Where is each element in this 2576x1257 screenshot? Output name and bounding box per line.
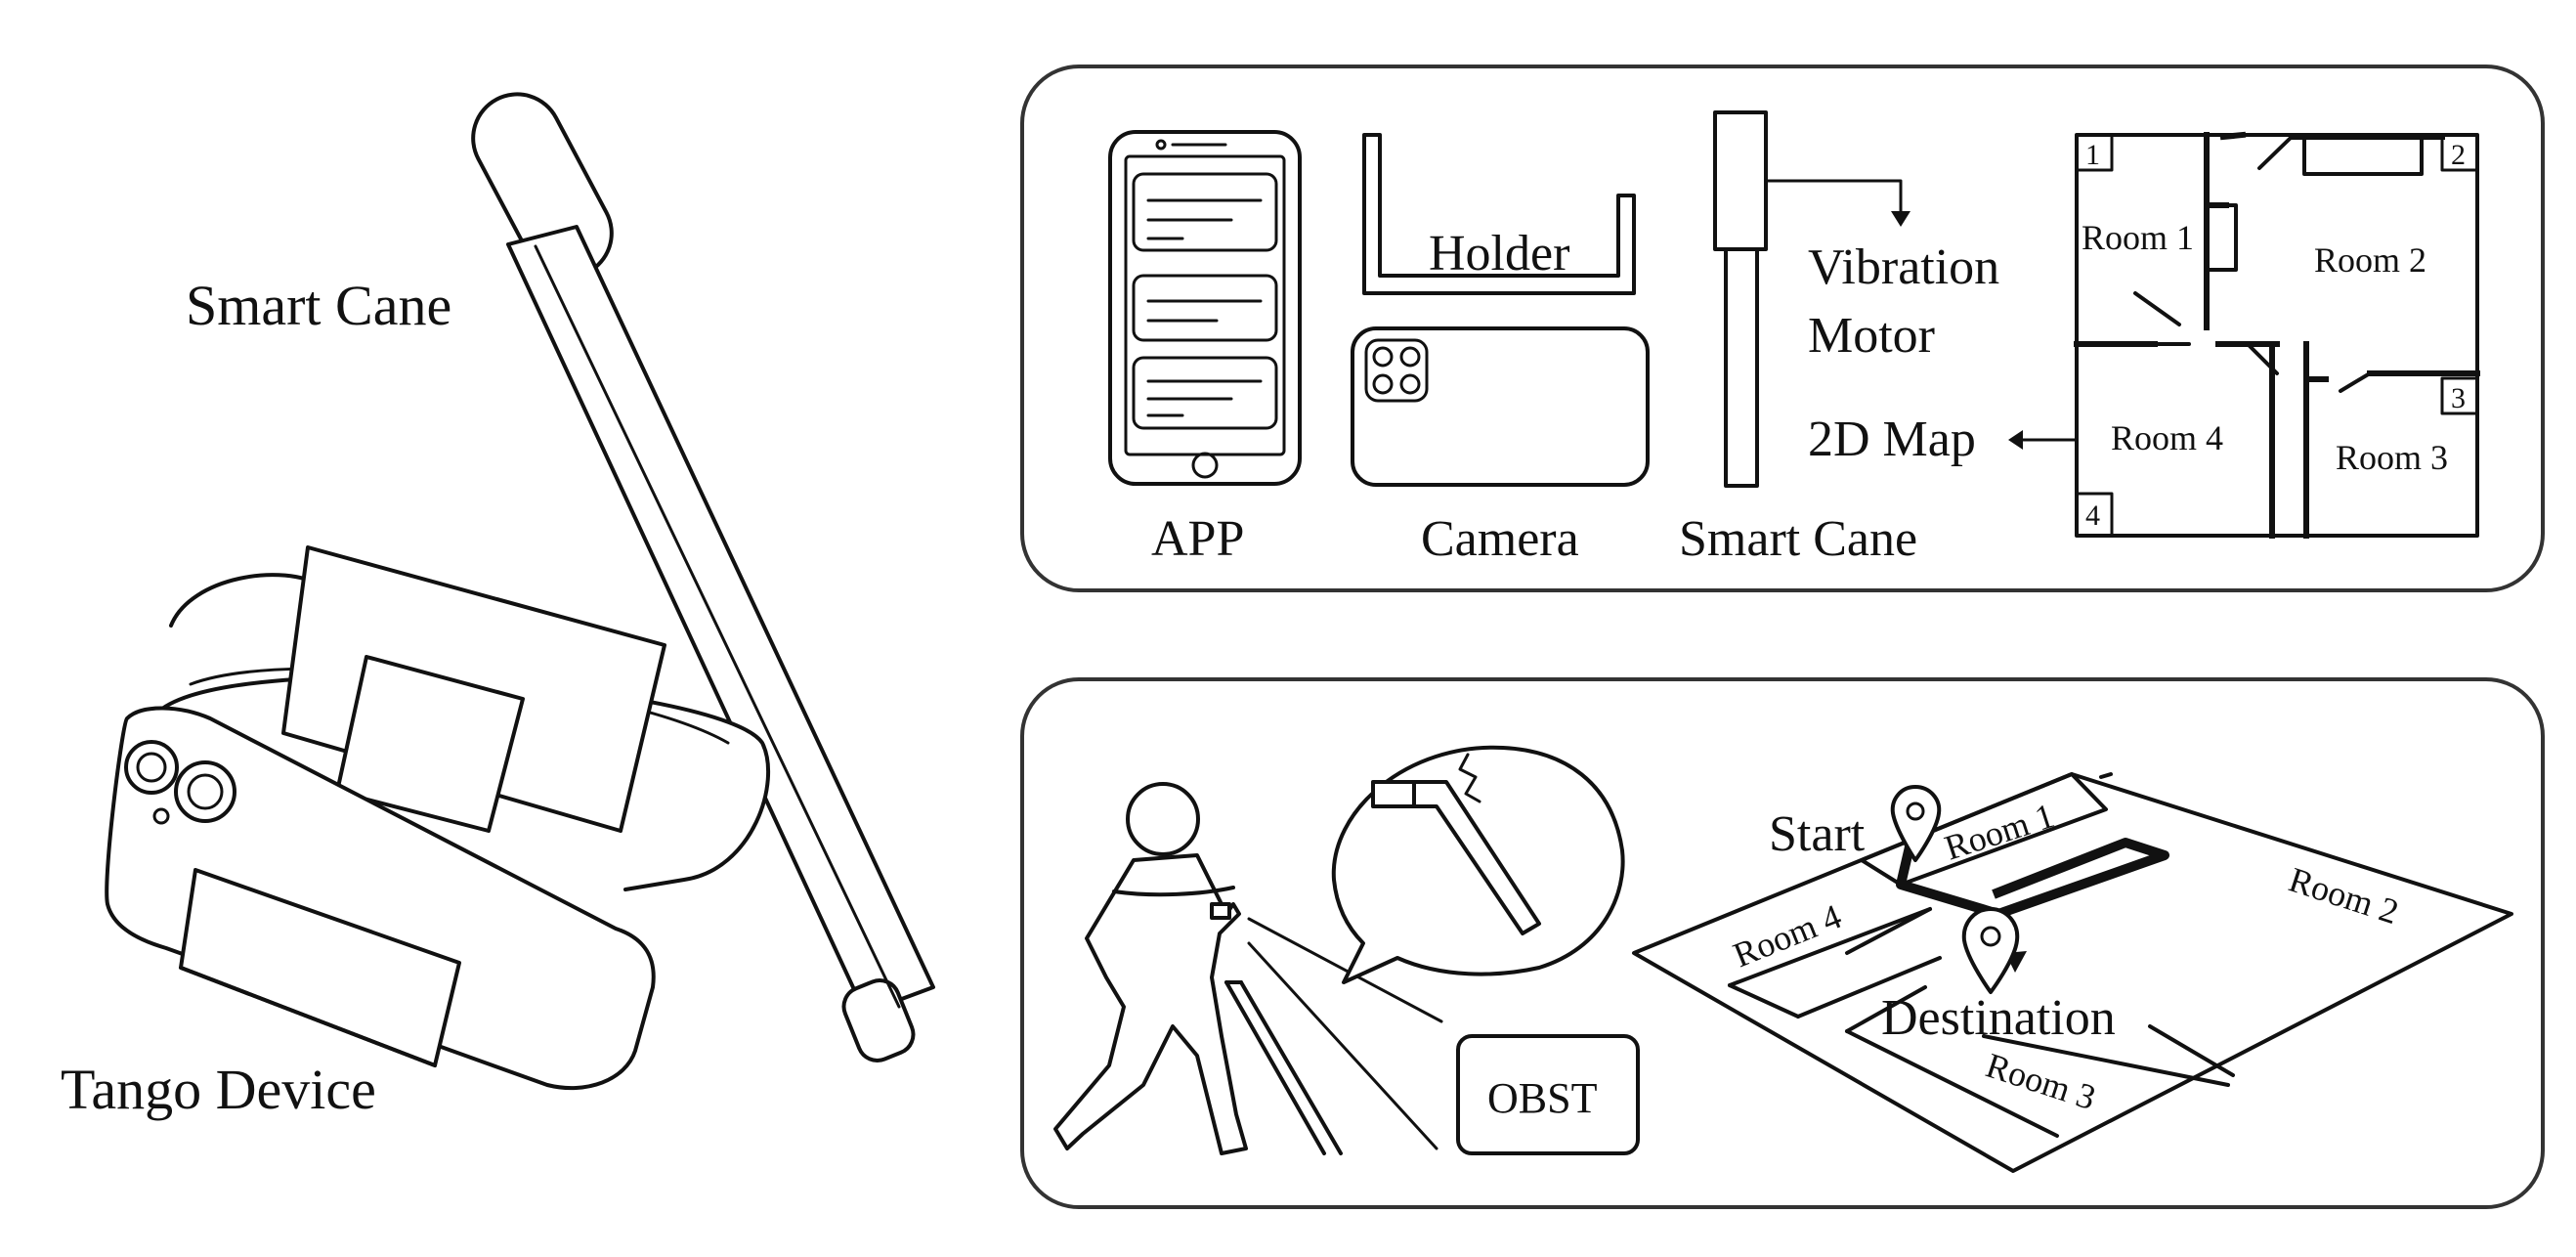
iso-room-1: Room 1 bbox=[1940, 796, 2059, 868]
floorplan-2d-map bbox=[2074, 131, 2480, 539]
floorplan-corner-1: 1 bbox=[2085, 139, 2100, 171]
vibration-motor-label-line2: Motor bbox=[1808, 308, 1935, 364]
app-label: APP bbox=[1151, 511, 1244, 567]
holder-label: Holder bbox=[1429, 226, 1569, 282]
floorplan-room-4: Room 4 bbox=[2111, 418, 2223, 457]
isometric-floor-plan bbox=[1632, 772, 2513, 1173]
start-label: Start bbox=[1769, 806, 1866, 862]
vibration-speech-bubble bbox=[1331, 745, 1625, 984]
floorplan-corner-4: 4 bbox=[2085, 499, 2100, 532]
hardware-panel: APP Holder Camera Smart Cane Vibration M… bbox=[1020, 65, 2545, 592]
floorplan-room-1: Room 1 bbox=[2082, 218, 2194, 257]
smart-cane-drawing bbox=[471, 92, 935, 1062]
obstacle-box bbox=[1456, 1034, 1640, 1155]
iso-room-2: Room 2 bbox=[2285, 860, 2404, 932]
walking-person-icon bbox=[1053, 782, 1343, 1155]
tango-device-drawing bbox=[105, 545, 771, 1091]
2d-map-label: 2D Map bbox=[1808, 412, 1976, 467]
smart-cane-label: Smart Cane bbox=[186, 274, 451, 337]
camera-icon bbox=[1351, 326, 1650, 487]
smart-cane-top-label: Smart Cane bbox=[1679, 511, 1917, 567]
floorplan-room-3: Room 3 bbox=[2336, 438, 2448, 477]
vibration-motor-label-line1: Vibration bbox=[1808, 239, 1999, 295]
floorplan-corner-3: 3 bbox=[2451, 382, 2466, 414]
tango-device-label: Tango Device bbox=[61, 1058, 376, 1121]
destination-label: Destination bbox=[1881, 990, 2116, 1046]
app-phone-icon bbox=[1108, 130, 1302, 486]
holder-icon bbox=[1362, 133, 1636, 295]
camera-label: Camera bbox=[1421, 511, 1579, 567]
left-illustration: Smart Cane Tango Device bbox=[61, 92, 935, 1121]
smart-cane-icon bbox=[1713, 110, 1911, 488]
floorplan-room-2: Room 2 bbox=[2314, 240, 2426, 280]
arrow-left-icon bbox=[2008, 430, 2079, 450]
obstacle-label: OBST bbox=[1487, 1074, 1598, 1122]
floorplan-corner-2: 2 bbox=[2451, 139, 2466, 171]
navigation-panel: OBST Start Destination Ro bbox=[1020, 677, 2545, 1209]
